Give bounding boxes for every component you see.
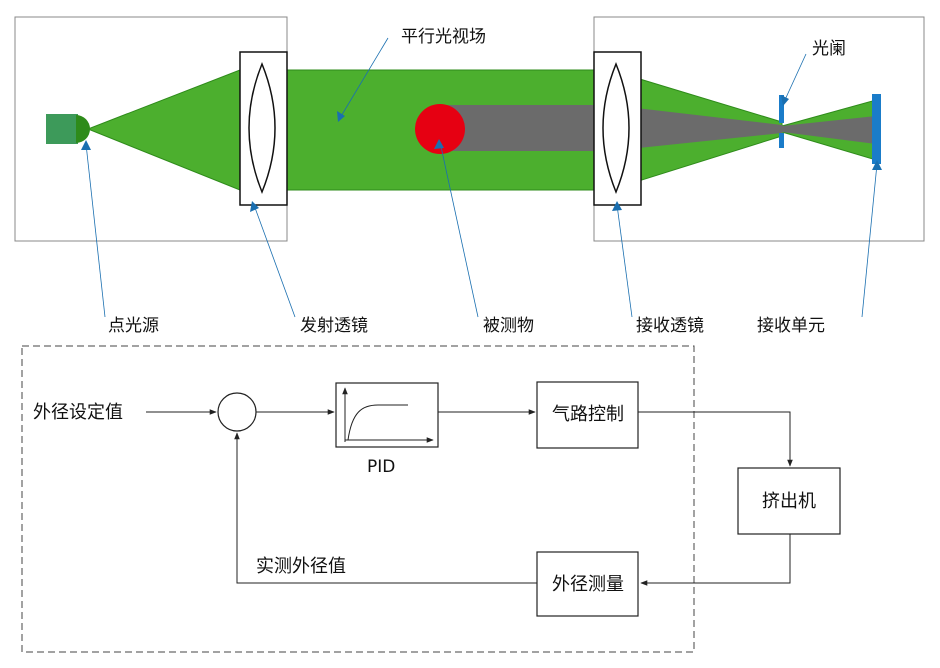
divergent-beam <box>86 69 241 191</box>
label-collimated-field: 平行光视场 <box>401 27 486 47</box>
label-air-control: 气路控制 <box>552 404 624 425</box>
label-receiver-lens: 接收透镜 <box>636 316 704 336</box>
summing-junction <box>217 392 257 432</box>
flow-feedback <box>234 432 537 584</box>
pointer-head <box>81 140 91 150</box>
label-measurement: 外径测量 <box>552 574 624 595</box>
pid-response-curve <box>347 404 408 441</box>
label-setpoint: 外径设定值 <box>33 402 123 423</box>
pointer-head <box>250 201 259 212</box>
measurement-block <box>536 551 639 617</box>
pointer-head <box>781 95 789 106</box>
flow-extruder-measure <box>640 534 791 586</box>
leader-emitter <box>253 204 296 318</box>
leader-aperture <box>783 53 807 103</box>
leader-receiver-lens <box>616 204 633 318</box>
label-emitter-lens: 发射透镜 <box>300 316 368 336</box>
pid-block <box>335 382 439 448</box>
label-pid: PID <box>367 457 395 477</box>
shadow-converge <box>610 105 782 151</box>
label-receiver-unit: 接收单元 <box>757 316 825 336</box>
label-extruder: 挤出机 <box>762 491 816 512</box>
pointer-head <box>612 201 622 211</box>
leader-field <box>339 37 389 119</box>
emitter-lens <box>248 62 276 194</box>
air-control-block <box>536 381 639 449</box>
point-source-tip <box>76 115 90 143</box>
measured-object <box>415 104 465 154</box>
pointer-head <box>337 111 345 122</box>
pointer-head <box>872 160 882 170</box>
label-aperture: 光阑 <box>812 39 846 59</box>
controller-boundary <box>21 345 695 653</box>
leader-source <box>85 143 106 318</box>
receiver-unit <box>872 94 881 164</box>
extruder-block <box>737 467 841 535</box>
label-measured-value: 实测外径值 <box>256 556 346 577</box>
label-object: 被测物 <box>483 316 534 336</box>
receiver-lens <box>602 62 630 194</box>
aperture-upper <box>779 95 784 123</box>
pointer-head <box>434 139 444 149</box>
label-point-source: 点光源 <box>108 316 159 336</box>
point-source-body <box>46 114 78 144</box>
leader-object <box>439 141 479 318</box>
object-shadow <box>440 105 610 151</box>
aperture-lower <box>779 133 784 148</box>
shadow-rear <box>782 116 876 144</box>
leader-receiver-unit <box>861 163 878 318</box>
flow-air-extruder <box>638 411 793 467</box>
